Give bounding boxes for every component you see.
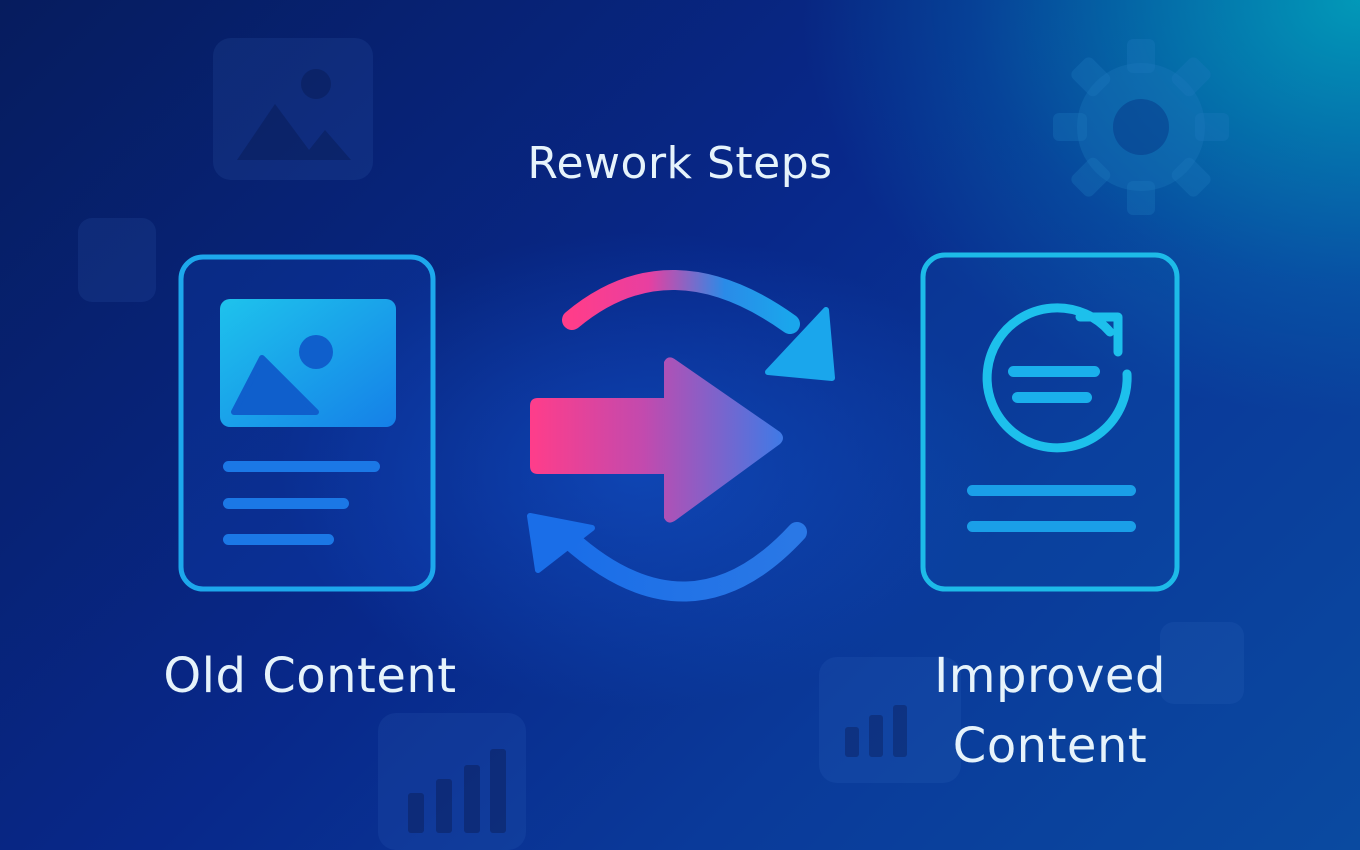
cycle-arrows-icon [527, 270, 835, 602]
bg-image-tile [213, 38, 373, 180]
bg-chart-tile-bottom [378, 713, 526, 850]
bar-chart-icon [408, 749, 506, 833]
gear-icon [1053, 39, 1229, 215]
bg-small-tile-right [1160, 622, 1244, 704]
document-with-image-icon [178, 254, 436, 592]
improved-content-label-line2: Content [952, 718, 1148, 774]
old-content-label: Old Content [163, 648, 457, 704]
bg-chart-tile-right [819, 657, 961, 783]
right-arrow-icon [530, 357, 783, 523]
improved-content-label-line1: Improved [934, 648, 1166, 704]
diagram-title: Rework Steps [527, 138, 833, 189]
bar-chart-icon [845, 705, 907, 757]
document-refresh-icon [920, 252, 1180, 592]
image-icon [237, 69, 351, 160]
bg-small-tile-left [78, 218, 156, 302]
